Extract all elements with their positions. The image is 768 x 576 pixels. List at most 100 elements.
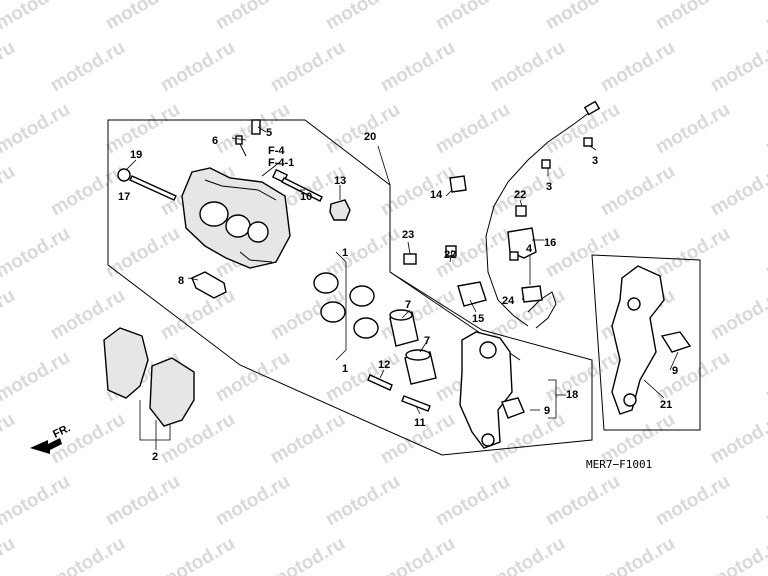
watermark-text: motod.ru <box>762 347 768 406</box>
watermark-text: motod.ru <box>487 161 569 220</box>
callout-5: 5 <box>266 127 272 139</box>
watermark-text: motod.ru <box>597 37 679 96</box>
callout-6: 6 <box>212 135 218 147</box>
watermark-text: motod.ru <box>0 0 74 34</box>
watermark-text: motod.ru <box>102 223 184 282</box>
watermark-text: motod.ru <box>377 533 459 576</box>
callout-10: 10 <box>300 191 312 203</box>
callout-22-upper: 22 <box>514 189 526 201</box>
watermark-text: motod.ru <box>707 533 768 576</box>
watermark-text: motod.ru <box>487 533 569 576</box>
watermark-text: motod.ru <box>157 37 239 96</box>
watermark-text: motod.ru <box>212 0 294 34</box>
callout-15: 15 <box>472 313 484 325</box>
callout-16: 16 <box>544 237 556 249</box>
watermark-text: motod.ru <box>432 0 514 34</box>
callout-f41: F-4-1 <box>268 157 294 169</box>
watermark-text: motod.ru <box>707 161 768 220</box>
watermark-text: motod.ru <box>652 0 734 34</box>
pin-11 <box>401 395 431 412</box>
watermark-text: motod.ru <box>212 347 294 406</box>
watermark-text: motod.ru <box>0 533 19 576</box>
callout-23: 23 <box>402 229 414 241</box>
pad-spring-8 <box>191 271 227 299</box>
watermark-text: motod.ru <box>0 409 19 468</box>
watermark-text: motod.ru <box>652 471 734 530</box>
watermark-text: motod.ru <box>322 0 404 34</box>
watermark-text: motod.ru <box>542 347 624 406</box>
callout-21: 21 <box>660 399 672 411</box>
watermark-text: motod.ru <box>0 471 74 530</box>
callout-12: 12 <box>378 359 390 371</box>
callout-1-bottom: 1 <box>342 363 348 375</box>
callout-22-lower: 22 <box>444 249 456 261</box>
watermark-text: motod.ru <box>267 409 349 468</box>
watermark-text: motod.ru <box>542 223 624 282</box>
callout-17: 17 <box>118 191 130 203</box>
watermark-text: motod.ru <box>322 99 404 158</box>
watermark-text: motod.ru <box>762 471 768 530</box>
watermark-text: motod.ru <box>47 161 129 220</box>
watermark-text: motod.ru <box>212 471 294 530</box>
watermark-text: motod.ru <box>432 471 514 530</box>
watermark-text: motod.ru <box>0 285 19 344</box>
watermark-text: motod.ru <box>707 285 768 344</box>
watermark-text: motod.ru <box>377 161 459 220</box>
watermark-text: motod.ru <box>322 347 404 406</box>
watermark-text: motod.ru <box>377 285 459 344</box>
watermark-text: motod.ru <box>597 533 679 576</box>
watermark-text: motod.ru <box>707 409 768 468</box>
watermark-text: motod.ru <box>597 161 679 220</box>
callout-1-top: 1 <box>342 247 348 259</box>
watermark-text: motod.ru <box>762 223 768 282</box>
piston-seals <box>313 272 379 339</box>
watermark-text: motod.ru <box>377 37 459 96</box>
drawing-code: MER7−F1001 <box>586 458 652 471</box>
brake-pads <box>103 327 195 427</box>
watermark-text: motod.ru <box>0 99 74 158</box>
watermark-text: motod.ru <box>0 223 74 282</box>
watermark-text: motod.ru <box>432 99 514 158</box>
watermark-text: motod.ru <box>652 99 734 158</box>
bleeder-screw <box>235 119 261 157</box>
watermark-text: motod.ru <box>0 161 19 220</box>
arrow-left-icon <box>30 438 62 454</box>
callout-3-right: 3 <box>592 155 598 167</box>
callout-18: 18 <box>566 389 578 401</box>
watermark-text: motod.ru <box>102 99 184 158</box>
callout-7-bottom: 7 <box>424 335 430 347</box>
watermark-text: motod.ru <box>542 0 624 34</box>
watermark-text: motod.ru <box>322 471 404 530</box>
watermark-text: motod.ru <box>267 37 349 96</box>
callout-9-sub: 9 <box>672 365 678 377</box>
assembly-outline <box>107 119 593 456</box>
watermark-text: motod.ru <box>707 37 768 96</box>
watermark-text: motod.ru <box>762 0 768 34</box>
watermark-text: motod.ru <box>102 471 184 530</box>
callout-2: 2 <box>152 451 158 463</box>
callout-14: 14 <box>430 189 443 201</box>
watermark-text: motod.ru <box>157 533 239 576</box>
watermark-text: motod.ru <box>542 99 624 158</box>
watermark-text: motod.ru <box>0 347 74 406</box>
callout-4: 4 <box>526 243 533 255</box>
watermark-text: motod.ru <box>47 37 129 96</box>
callout-13: 13 <box>334 175 346 187</box>
callout-7-top: 7 <box>405 299 411 311</box>
bolt-10 <box>271 168 323 202</box>
callout-20: 20 <box>364 131 376 143</box>
wheel-speed-sensor-harness <box>403 100 601 329</box>
sub-box <box>591 254 701 431</box>
cap-13 <box>329 199 351 221</box>
watermark-text: motod.ru <box>652 223 734 282</box>
leader-lines <box>125 126 679 450</box>
callout-24: 24 <box>502 295 515 307</box>
watermark-text: motod.ru <box>487 37 569 96</box>
callout-labels: 20 19 17 6 5 F-4 F-4-1 10 13 8 1 1 7 7 1… <box>118 127 678 463</box>
watermark-text: motod.ru <box>542 471 624 530</box>
watermark-text: motod.ru <box>157 285 239 344</box>
callout-9-bracket: 9 <box>544 405 550 417</box>
callout-19: 19 <box>130 149 142 161</box>
watermark-text: motod.ru <box>267 533 349 576</box>
watermark-text: motod.ru <box>102 0 184 34</box>
